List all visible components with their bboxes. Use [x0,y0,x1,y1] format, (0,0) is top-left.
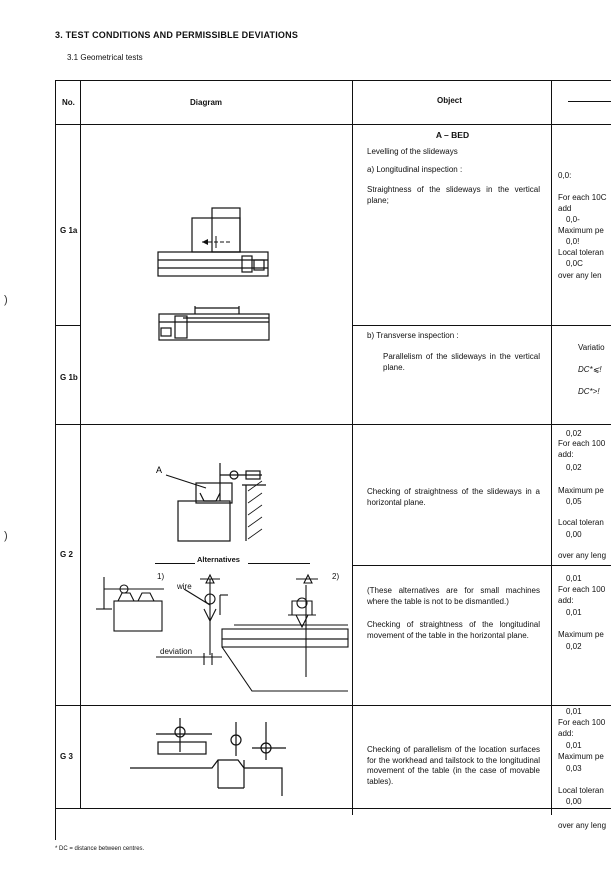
deviation-label: deviation [160,647,193,656]
row-number-g2: G 2 [60,550,73,559]
alternatives-label: Alternatives [197,555,240,564]
tolerance-g1a-1: For each 10C [558,193,607,202]
tolerance-g1a-2: add [558,204,572,213]
tolerance-g2-1: For each 100 [558,439,606,448]
g3-parallelism-diagram [130,718,286,796]
tolerance-g2-alt-0: 0,01 [566,574,582,583]
g2-alternatives-diagram [96,573,349,692]
g1a-bed-diagram [157,207,269,277]
bed-heading: A – BED [435,130,470,140]
tolerance-g2-5: 0,05 [566,497,582,506]
tolerance-g3-8: over any leng [558,821,607,830]
tolerance-g1a-5: 0,0! [566,237,580,246]
svg-text:A: A [156,465,162,475]
tolerance-g2-8: over any leng [558,551,607,560]
tolerance-g1b-2: DC*>! [578,387,600,396]
footnote: * DC = distance between centres. [55,846,145,852]
tolerance-g1a-0: 0,0: [558,171,572,180]
g1a-object-text: Straightness of the slideways in the ver… [367,185,540,205]
row-number-g1b: G 1b [60,373,78,382]
tolerance-g3-4: Maximum pe [558,752,604,761]
wire-label: wire [177,582,192,591]
row-number-g1a: G 1a [60,226,78,235]
section-title: 3. TEST CONDITIONS AND PERMISSIBLE DEVIA… [55,30,299,40]
tolerance-g3-6: Local toleran [558,786,604,795]
tolerance-g2-7: 0,00 [566,530,582,539]
tolerance-g1b-0: Variatio [578,343,605,352]
tolerance-g2-0: 0,02 [566,429,582,438]
tolerance-g3-2: add: [558,729,574,738]
g1b-object-text: Parallelism of the slideways in the vert… [383,352,540,372]
alternative-1-label: 1) [157,572,165,581]
tolerance-g1a-7: 0,0C [566,259,583,268]
tolerance-g2-alt-3: 0,01 [566,608,582,617]
subsection-title: 3.1 Geometrical tests [67,53,143,62]
g2-alternatives-note: (These alternatives are for small machin… [367,586,540,606]
tolerance-g1a-4: Maximum pe [558,226,604,235]
tolerance-g1b-1: DC*⩽! [578,365,602,374]
g3-object-text: Checking of parallelism of the location … [367,745,540,786]
g1b-bed-diagram [158,306,270,341]
tolerance-g1a-3: 0,0‑ [566,215,580,224]
tolerance-g2-3: 0,02 [566,463,582,472]
tolerance-g1a-8: over any len [558,271,602,280]
tolerance-g3-0: 0,01 [566,707,582,716]
tolerance-g2-alt-2: add: [558,596,574,605]
levelling-text: Levelling of the slideways [367,147,458,156]
tolerance-g2-6: Local toleran [558,518,604,527]
g2-alternatives-text: Checking of straightness of the longitud… [367,620,540,640]
tolerance-g2-alt-5: 0,02 [566,642,582,651]
column-header-diagram: Diagram [190,98,223,107]
transverse-inspection-label: b) Transverse inspection : [367,331,459,340]
column-header-object: Object [437,96,462,105]
tolerance-g3-3: 0,01 [566,741,582,750]
tolerance-g1a-6: Local toleran [558,248,604,257]
tolerance-g2-alt-4: Maximum pe [558,630,604,639]
tolerance-g2-alt-1: For each 100 [558,585,606,594]
tolerance-g2-4: Maximum pe [558,486,604,495]
tolerance-g2-2: add: [558,450,574,459]
row-number-g3: G 3 [60,752,73,761]
binding-mark-top: ) [4,294,8,306]
binding-mark-bottom: ) [4,530,8,542]
tolerance-g3-5: 0,03 [566,764,582,773]
tolerance-g3-1: For each 100 [558,718,606,727]
alternative-2-label: 2) [332,572,340,581]
tolerance-g3-7: 0,00 [566,797,582,806]
g2-straightness-diagram: A [156,463,266,542]
longitudinal-inspection-label: a) Longitudinal inspection : [367,165,463,174]
column-header-no: No. [62,98,75,107]
g2-object-text: Checking of straightness of the slideway… [367,487,540,507]
